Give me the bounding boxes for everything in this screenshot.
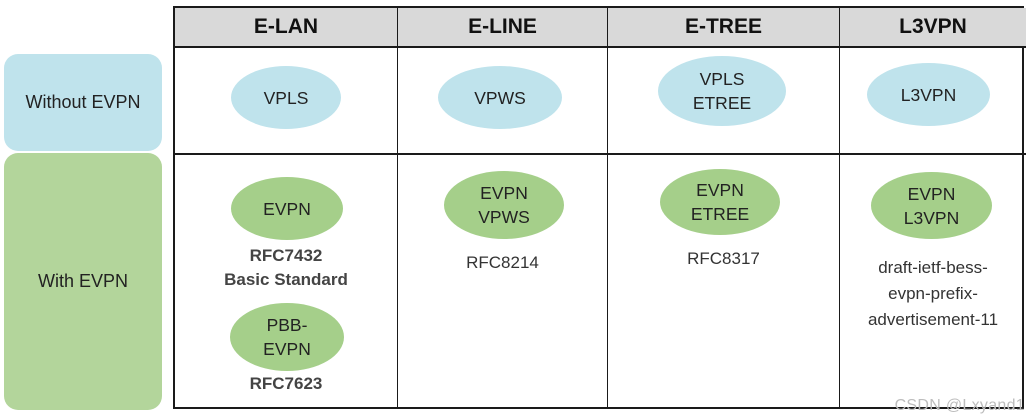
node-l3vpn: L3VPN [867,63,990,126]
column-header-elan: E-LAN [175,8,398,48]
ref-rfc8214: RFC8214 [398,251,607,275]
node-evpn-text: EVPN [263,198,311,219]
node-evpn-l3vpn-line2: L3VPN [903,207,960,228]
node-pbb-evpn: PBB- EVPN [230,303,344,371]
watermark: CSDN @Lxyand1 [894,397,1025,414]
cell-with-elan: EVPN RFC7432 Basic Standard PBB- EVPN RF… [175,155,398,407]
column-header-elan-text: E-LAN [253,15,319,38]
cell-with-etree: EVPN ETREE RFC8317 [608,155,840,407]
node-vpws: VPWS [438,66,562,129]
ref-rfc8317-text: RFC8317 [687,249,760,268]
node-evpn-l3vpn-line1: EVPN [907,183,956,204]
node-evpn-vpws: EVPN VPWS [444,171,564,239]
row-label-with-text: With EVPN [37,271,129,291]
cell-with-eline: EVPN VPWS RFC8214 [398,155,608,407]
cell-without-eline: VPWS [398,48,608,155]
cell-without-elan: VPLS [175,48,398,155]
column-header-l3vpn-text: L3VPN [899,15,967,38]
node-evpn-etree-line2: ETREE [690,204,750,224]
ref-rfc8317: RFC8317 [608,247,839,271]
ref-draft-ietf-bess: draft-ietf-bess- evpn-prefix- advertisem… [840,255,1026,333]
node-vpls-etree-line1: VPLS [699,69,745,89]
column-header-etree: E-TREE [608,8,840,48]
node-evpn-vpws-line1: EVPN [480,183,528,203]
node-evpn-vpws-line2: VPWS [478,207,530,227]
node-vpls-text: VPLS [263,87,309,108]
node-evpn-etree: EVPN ETREE [660,169,780,235]
column-header-etree-text: E-TREE [684,15,762,38]
ref-rfc7432: RFC7432 Basic Standard [175,244,397,292]
ref-rfc7432-line2: Basic Standard [224,270,348,289]
node-vpws-text: VPWS [474,87,526,108]
node-vpls-etree: VPLS ETREE [658,56,786,126]
node-pbb-evpn-line2: EVPN [263,339,311,359]
cell-without-l3vpn: L3VPN [840,48,1026,155]
cell-without-etree: VPLS ETREE [608,48,840,155]
ref-rfc7432-line1: RFC7432 [249,246,323,265]
node-evpn-l3vpn: EVPN L3VPN [871,172,992,239]
node-vpls-etree-line2: ETREE [692,93,752,113]
row-label-without-text: Without EVPN [25,92,141,112]
ref-rfc8214-text: RFC8214 [466,253,539,272]
ref-rfc7623-text: RFC7623 [249,374,323,393]
row-label-with-evpn: With EVPN [4,153,162,410]
row-label-without-evpn: Without EVPN [4,54,162,151]
node-evpn: EVPN [231,177,343,240]
ref-draft-line3: advertisement-11 [867,310,999,329]
cell-with-l3vpn: EVPN L3VPN draft-ietf-bess- evpn-prefix-… [840,155,1026,407]
column-header-l3vpn: L3VPN [840,8,1026,48]
comparison-table: E-LAN E-LINE E-TREE L3VPN VPLS VPWS VPLS… [173,6,1026,409]
column-header-eline-text: E-LINE [468,15,537,38]
ref-draft-line1: draft-ietf-bess- [878,258,988,277]
column-header-eline: E-LINE [398,8,608,48]
ref-draft-line2: evpn-prefix- [888,284,978,303]
node-l3vpn-text: L3VPN [900,84,957,105]
node-pbb-evpn-line1: PBB- [266,315,308,335]
node-evpn-etree-line1: EVPN [696,180,744,200]
ref-rfc7623: RFC7623 [175,372,397,396]
node-vpls: VPLS [231,66,341,129]
